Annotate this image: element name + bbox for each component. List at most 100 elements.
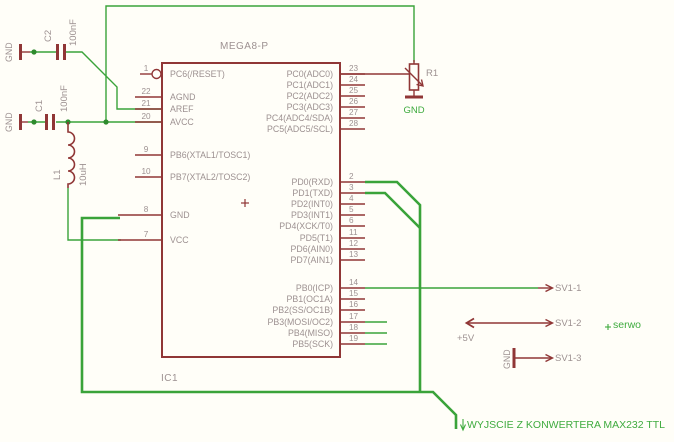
pin-name: PD7(AIN1) [290, 255, 333, 265]
ic-origin-cross-icon [241, 199, 249, 207]
capacitor-c2: GND C2 100nF [4, 19, 79, 62]
capacitor-plate-icon [56, 44, 59, 60]
r1-gnd-label: GND [403, 105, 424, 116]
l1-value: 10uH [78, 163, 89, 186]
pin-name: PB5(SCK) [292, 339, 333, 349]
sv1-2-label: SV1-2 [555, 318, 581, 329]
inversion-bubble-icon [151, 68, 162, 80]
pin-name: PC4(ADC4/SDA) [266, 113, 333, 123]
pin-name: PB0(ICP) [296, 283, 333, 293]
sv1-3-gnd-label: GND [502, 349, 512, 369]
c2-ref: C2 [43, 30, 54, 42]
l1-ref: L1 [52, 169, 63, 180]
pin-number: 13 [349, 250, 359, 259]
pin-number: 25 [349, 86, 359, 95]
wire-gnd-bottom-bus [80, 216, 458, 429]
pin-name: PD0(RXD) [291, 177, 333, 187]
pin-number: 22 [141, 87, 151, 96]
pin-number: 3 [349, 183, 354, 192]
pin-name: AREF [170, 104, 194, 114]
pin-number: 15 [349, 289, 359, 298]
output-arrow-icon [459, 419, 467, 432]
pin-name: GND [170, 210, 190, 220]
pin-number: 16 [349, 300, 359, 309]
pin-number: 12 [349, 239, 359, 248]
pin-name: PB1(OC1A) [287, 294, 334, 304]
gnd-label: GND [4, 112, 14, 132]
c2-value: 100nF [68, 19, 79, 46]
gnd-bar-icon [19, 44, 22, 60]
plus5v-label: +5V [457, 333, 475, 344]
wire-avcc-top-loop [105, 5, 415, 122]
pin-name: AGND [170, 92, 195, 102]
pin-name: PC0(ADC0) [287, 69, 334, 79]
pin-number: 1 [144, 64, 149, 73]
arrow-right-icon [545, 318, 555, 328]
r1-ref: R1 [426, 68, 438, 79]
gnd-bar-icon [512, 348, 516, 368]
pin-number: 9 [144, 145, 149, 154]
pin-number: 14 [349, 278, 359, 287]
pin-name: PD5(T1) [300, 233, 333, 243]
junction-dot [31, 49, 37, 55]
arrow-right-icon [545, 353, 555, 363]
wire-pd0-rxd [365, 180, 422, 392]
c1-value: 100nF [59, 85, 70, 112]
junction-dot [103, 119, 109, 125]
pin-name: PB6(XTAL1/TOSC1) [170, 150, 250, 160]
wire-c2-to-aref [66, 51, 162, 110]
pin-number: 7 [144, 230, 149, 239]
ic-body [161, 62, 341, 358]
wire-l1-to-vcc [67, 188, 121, 241]
pin-name: PB7(XTAL2/TOSC2) [170, 172, 250, 182]
pin-name: PC3(ADC3) [287, 102, 334, 112]
r1-wiper-icon [404, 67, 424, 87]
pin-name: VCC [170, 235, 189, 245]
capacitor-plate-icon [45, 114, 48, 130]
pin-number: 10 [141, 167, 151, 176]
capacitor-plate-icon [52, 114, 55, 130]
pin-number: 2 [349, 172, 354, 181]
junction-dot [31, 119, 37, 125]
sv1-3-label: SV1-3 [555, 353, 581, 364]
arrow-left-icon [464, 317, 475, 329]
pin-name: PD6(AIN0) [290, 244, 333, 254]
pin-name: PD3(INT1) [291, 210, 333, 220]
wires [28, 5, 538, 429]
pin-name: PD2(INT0) [291, 199, 333, 209]
pin-name: PC2(ADC2) [287, 91, 334, 101]
ic-title: MEGA8-P [220, 41, 269, 52]
pin-number: 28 [349, 119, 359, 128]
pin-number: 4 [349, 194, 354, 203]
gnd-label: GND [4, 42, 14, 62]
pin-number: 27 [349, 108, 359, 117]
servo-label: serwo [613, 319, 641, 331]
pin-name: PC6(/RESET) [170, 69, 225, 79]
pin-name: PC5(ADC5/SCL) [267, 124, 333, 134]
pin-number: 20 [141, 112, 151, 121]
capacitor-c1: GND C1 100nF [4, 85, 70, 132]
sv1-connector [464, 283, 555, 368]
pin-number: 11 [349, 228, 358, 237]
pin-number: 26 [349, 97, 359, 106]
servo-origin-icon [605, 324, 611, 330]
gnd-bar-icon [405, 95, 423, 99]
pin-number: 19 [349, 334, 359, 343]
pin-name: AVCC [170, 117, 194, 127]
inductor-l1: L1 10uH [52, 122, 89, 188]
arrow-right-icon [545, 283, 555, 293]
pin-number: 18 [349, 323, 359, 332]
capacitor-plate-icon [63, 44, 66, 60]
pin-number: 5 [349, 205, 354, 214]
c1-ref: C1 [34, 100, 45, 112]
junction-dots [31, 49, 109, 125]
pin-name: PC1(ADC1) [287, 80, 334, 90]
pin-name: PD4(XCK/T0) [279, 221, 333, 231]
pin-number: 17 [349, 312, 359, 321]
pin-number: 6 [349, 216, 354, 225]
ic-designator: IC1 [161, 373, 178, 384]
pin-number: 8 [144, 205, 149, 214]
pin-number: 24 [349, 75, 359, 84]
output-label: WYJSCIE Z KONWERTERA MAX232 TTL [467, 419, 665, 431]
